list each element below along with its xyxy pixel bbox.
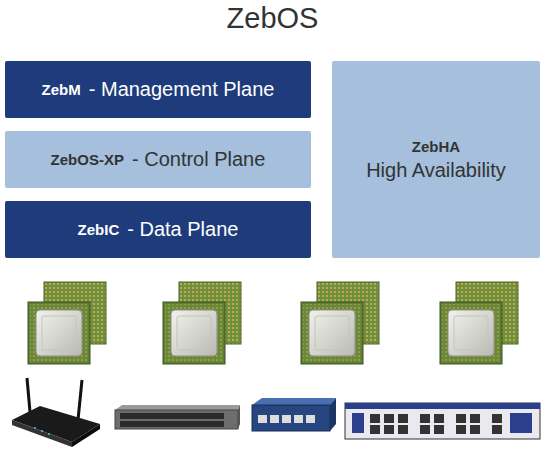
cpu-chip bbox=[301, 282, 379, 364]
cpu-chip bbox=[28, 282, 106, 364]
plane-box: ZebOS-XP - Control Plane bbox=[5, 131, 311, 188]
desktop-switch bbox=[252, 398, 336, 431]
plane-box: ZebM - Management Plane bbox=[5, 61, 311, 118]
wireless-router bbox=[12, 378, 100, 447]
plane-name: - Management Plane bbox=[89, 78, 275, 101]
product-name: ZebOS-XP bbox=[51, 151, 124, 168]
product-name: ZebIC bbox=[78, 221, 120, 238]
plane-box: ZebIC - Data Plane bbox=[5, 201, 311, 258]
cpu-chip bbox=[440, 282, 518, 364]
rack-switch bbox=[115, 405, 240, 429]
industrial-switch bbox=[345, 403, 540, 439]
product-name: ZebHA bbox=[412, 138, 460, 155]
diagram-title: ZebOS bbox=[0, 2, 545, 35]
product-name: ZebM bbox=[42, 81, 81, 98]
plane-name: - Control Plane bbox=[132, 148, 265, 171]
plane-name: High Availability bbox=[366, 159, 506, 182]
cpu-chip bbox=[163, 282, 241, 364]
plane-name: - Data Plane bbox=[127, 218, 238, 241]
feature-box: ZebHA High Availability bbox=[332, 61, 540, 258]
